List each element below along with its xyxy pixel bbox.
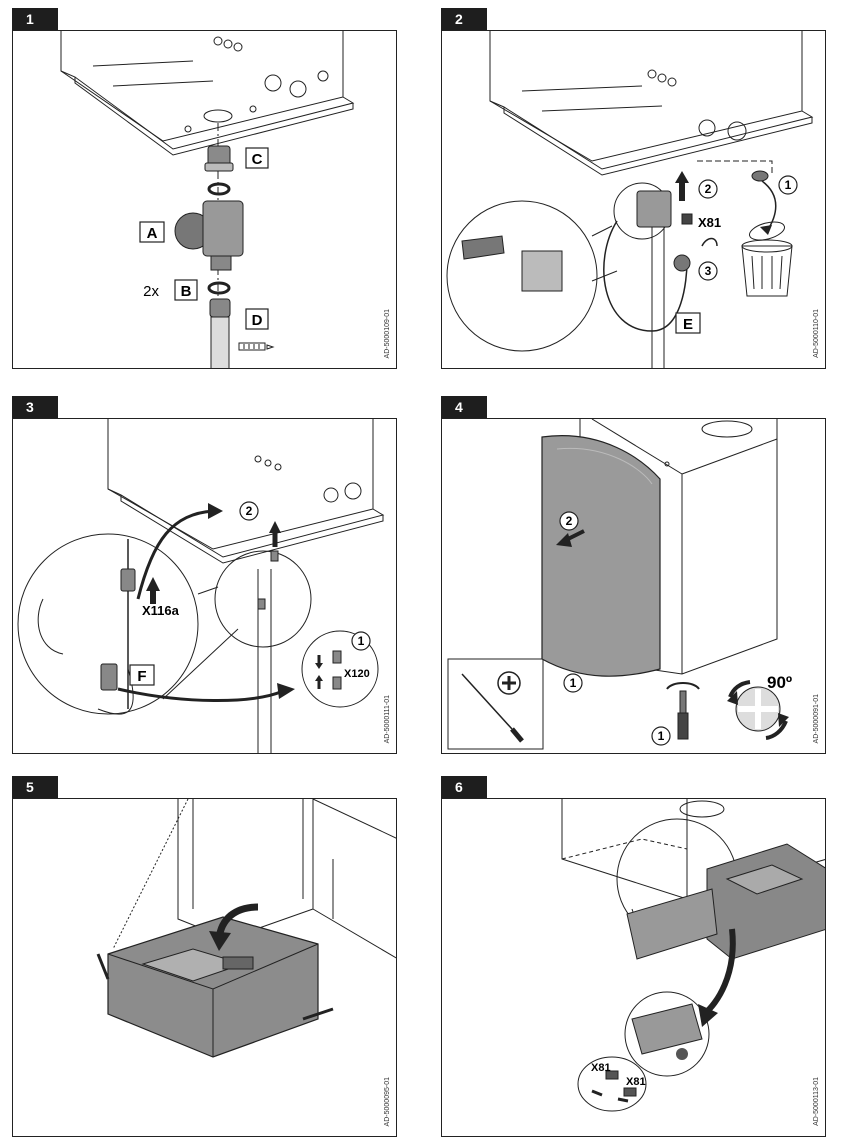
label-f: F (137, 668, 146, 685)
label-x81-a: X81 (591, 1062, 611, 1074)
label-1: 1 (358, 634, 365, 648)
label-x81: X81 (698, 215, 721, 230)
label-1-bottom: 1 (658, 729, 665, 743)
ref-code: AD-5000110-01 (813, 309, 820, 358)
step-6-tab: 6 (441, 776, 487, 798)
label-c: C (252, 151, 263, 168)
step-3-illustration: 2 1 X116a X120 F (17, 419, 385, 753)
label-x116a: X116a (142, 603, 180, 618)
flow-symbol-icon (238, 342, 275, 351)
step-3-tab: 3 (12, 396, 58, 418)
step-5-illustration (96, 799, 396, 1058)
label-90-degrees: 90º (767, 673, 792, 692)
label-e: E (683, 316, 693, 333)
step-4-panel: 2 1 1 90º AD-5000091-01 (441, 418, 826, 754)
label-2: 2 (705, 182, 712, 196)
ref-code: AD-5000111-01 (384, 694, 391, 743)
label-x120: X120 (344, 668, 370, 680)
ref-code: AD-5000113-01 (813, 1077, 820, 1126)
label-2: 2 (566, 514, 573, 528)
label-1: 1 (570, 676, 577, 690)
step-1-tab: 1 (12, 8, 58, 30)
label-2x: 2x (143, 283, 159, 300)
step-1-panel: C A 2x B D AD-5000109-01 (12, 30, 397, 369)
step-5-tab: 5 (12, 776, 58, 798)
label-a: A (147, 225, 158, 242)
step-6-illustration: X81 X81 (561, 799, 825, 1112)
step-3-panel: 2 1 X116a X120 F AD-5000111-01 (12, 418, 397, 754)
step-2-panel: 2 3 1 X81 E AD-5000110-01 (441, 30, 826, 369)
label-3: 3 (705, 264, 712, 278)
step-6-panel: X81 X81 AD-5000113-01 (441, 798, 826, 1137)
label-b: B (181, 283, 192, 300)
step-2-illustration: 2 3 1 X81 E (446, 31, 814, 368)
step-4-tab: 4 (441, 396, 487, 418)
step-4-illustration: 2 1 1 90º (447, 419, 792, 750)
label-x81-b: X81 (626, 1076, 646, 1088)
label-d: D (252, 312, 263, 329)
label-2: 2 (246, 504, 253, 518)
label-1: 1 (785, 178, 792, 192)
step-2-tab: 2 (441, 8, 487, 30)
step-5-panel: AD-5000095-01 (12, 798, 397, 1137)
ref-code: AD-5000109-01 (384, 308, 391, 358)
step-1-illustration: C A 2x B D (60, 31, 355, 368)
ref-code: AD-5000095-01 (384, 1076, 391, 1126)
ref-code: AD-5000091-01 (813, 693, 820, 743)
